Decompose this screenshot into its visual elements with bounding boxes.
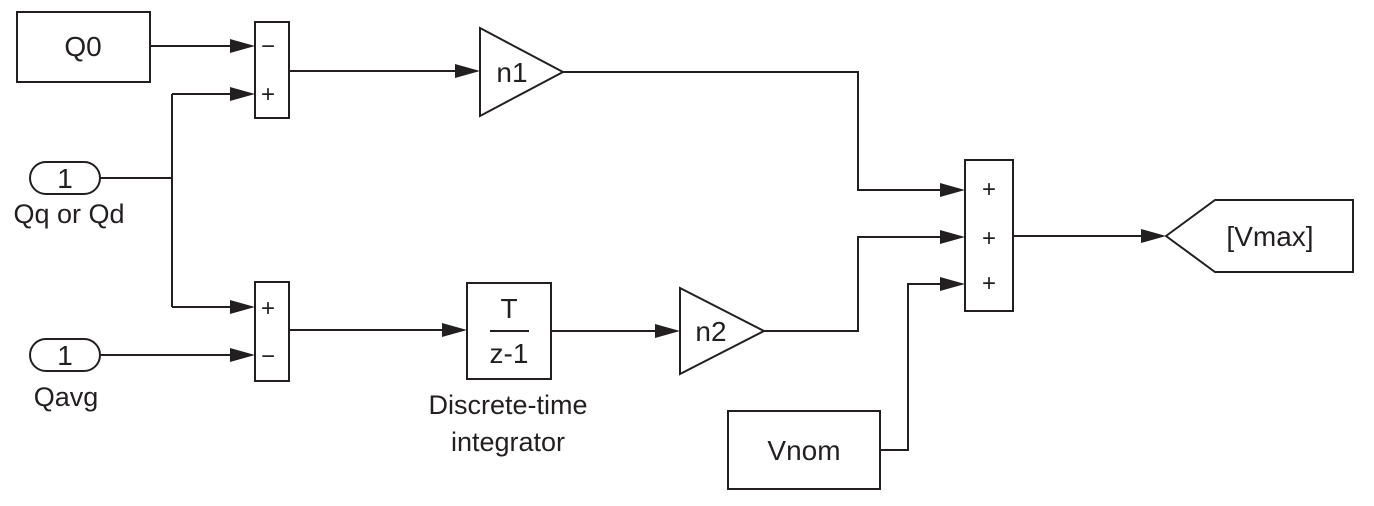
sum-top-sign-1: − (261, 33, 275, 60)
arrowhead (230, 300, 255, 314)
line-n1-to-sum-out (563, 71, 950, 191)
arrowhead (940, 230, 965, 244)
vnom-label: Vnom (767, 435, 840, 466)
gain-n2-label: n2 (695, 316, 726, 347)
inport-q-number: 1 (57, 163, 73, 194)
integrator-numerator: T (500, 293, 517, 324)
sum-out-block[interactable]: + + + (964, 159, 1014, 312)
integrator-denominator: z-1 (490, 338, 529, 369)
integrator-caption-line-1: Discrete-time (428, 390, 587, 420)
q0-label: Q0 (64, 31, 101, 62)
inport-q-caption: Qq or Qd (13, 199, 124, 229)
gain-n1-label: n1 (496, 57, 527, 88)
sum-out-sign-3: + (982, 270, 996, 297)
arrowhead (230, 348, 255, 362)
line-vnom-to-sum-out (880, 283, 950, 451)
gain-n2-block[interactable]: n2 (679, 286, 767, 376)
sum-bottom-sign-2: − (261, 343, 275, 370)
integrator-caption-line-2: integrator (451, 427, 565, 457)
sum-out-sign-1: + (982, 176, 996, 203)
arrowhead (455, 64, 480, 78)
vnom-block[interactable]: Vnom (727, 410, 881, 490)
inport-avg-block[interactable]: 1 (29, 338, 101, 372)
sum-out-sign-2: + (982, 225, 996, 252)
inport-avg-caption: Qavg (34, 382, 99, 412)
arrowhead (230, 87, 255, 101)
inport-q-block[interactable]: 1 (29, 161, 101, 195)
line-n2-to-sum-out (764, 236, 950, 332)
integrator-block[interactable]: T z-1 (466, 282, 552, 380)
goto-vmax-block[interactable]: [Vmax] (1164, 199, 1354, 273)
sum-bottom-sign-1: + (261, 295, 275, 322)
sum-top-block[interactable]: − + (254, 21, 290, 119)
arrowhead (655, 324, 680, 338)
gain-n1-block[interactable]: n1 (479, 26, 566, 118)
signal-lines (100, 39, 1166, 451)
arrowhead (940, 183, 965, 197)
arrowhead (442, 323, 467, 337)
goto-vmax-label: [Vmax] (1226, 221, 1313, 252)
sum-bottom-block[interactable]: + − (254, 281, 290, 382)
arrowhead (230, 39, 255, 53)
arrowhead (1141, 229, 1166, 243)
inport-avg-number: 1 (57, 340, 73, 371)
arrowhead (940, 277, 965, 291)
sum-top-sign-2: + (261, 81, 275, 108)
q0-block[interactable]: Q0 (16, 11, 151, 83)
